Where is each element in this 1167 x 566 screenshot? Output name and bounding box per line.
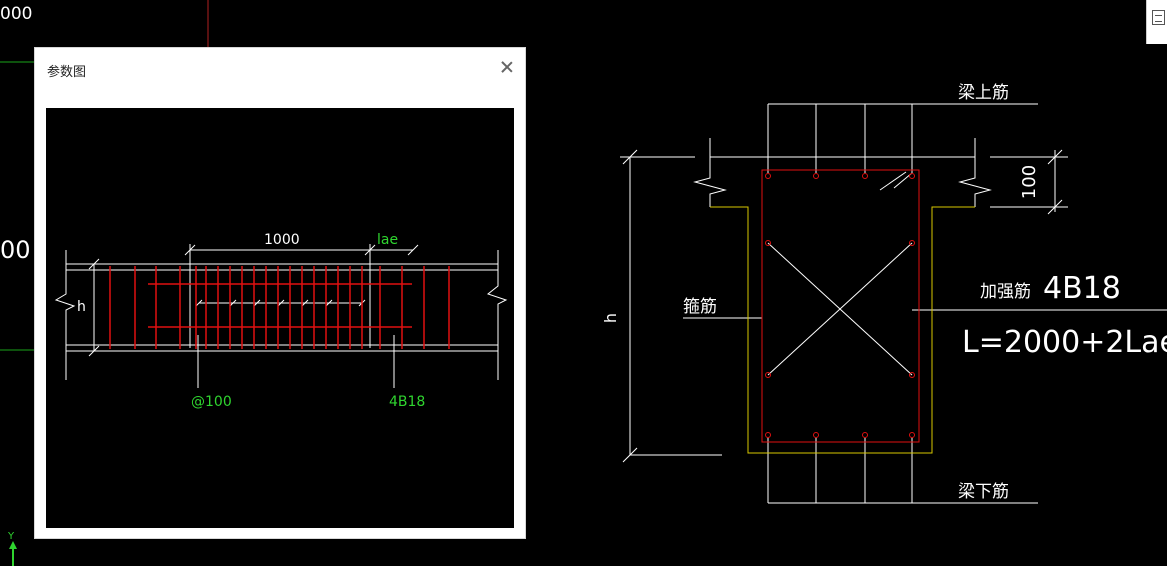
label-extra-rebar-value: 4B18 bbox=[1043, 271, 1121, 306]
params-dialog[interactable]: 参数图 bbox=[34, 47, 526, 539]
close-icon[interactable] bbox=[499, 59, 515, 75]
label-rebar: 4B18 bbox=[389, 394, 425, 410]
ucs-axis-indicator: Y bbox=[7, 531, 17, 566]
section-rebar-points bbox=[765, 173, 915, 438]
label-top-rebar: 梁上筋 bbox=[958, 83, 1009, 103]
bg-label-top-left: 000 bbox=[0, 4, 32, 24]
document-icon[interactable] bbox=[1152, 10, 1165, 25]
ucs-axis-label: Y bbox=[7, 531, 15, 542]
label-stirrup: 箍筋 bbox=[683, 297, 717, 317]
section-drawing bbox=[620, 103, 1167, 504]
label-section-height: h bbox=[601, 313, 620, 323]
label-extra-rebar: 加强筋 bbox=[980, 282, 1031, 302]
section-rebar-cage bbox=[761, 169, 920, 443]
label-cover: 100 bbox=[1019, 165, 1040, 199]
label-length-formula: L=2000+2Lae bbox=[962, 325, 1167, 360]
params-drawing: 1000 lae h @100 4B18 bbox=[46, 108, 514, 528]
section-stirrup-outline bbox=[710, 206, 975, 454]
bg-label-mid-left: 00 bbox=[0, 236, 31, 264]
label-anchor: lae bbox=[377, 232, 398, 248]
label-height: h bbox=[77, 299, 86, 315]
label-stirrup-spacing: @100 bbox=[191, 394, 232, 410]
label-length: 1000 bbox=[264, 232, 300, 248]
view-toolbar-widget[interactable] bbox=[1146, 0, 1167, 44]
label-bottom-rebar: 梁下筋 bbox=[958, 482, 1009, 502]
dialog-title: 参数图 bbox=[47, 65, 87, 80]
